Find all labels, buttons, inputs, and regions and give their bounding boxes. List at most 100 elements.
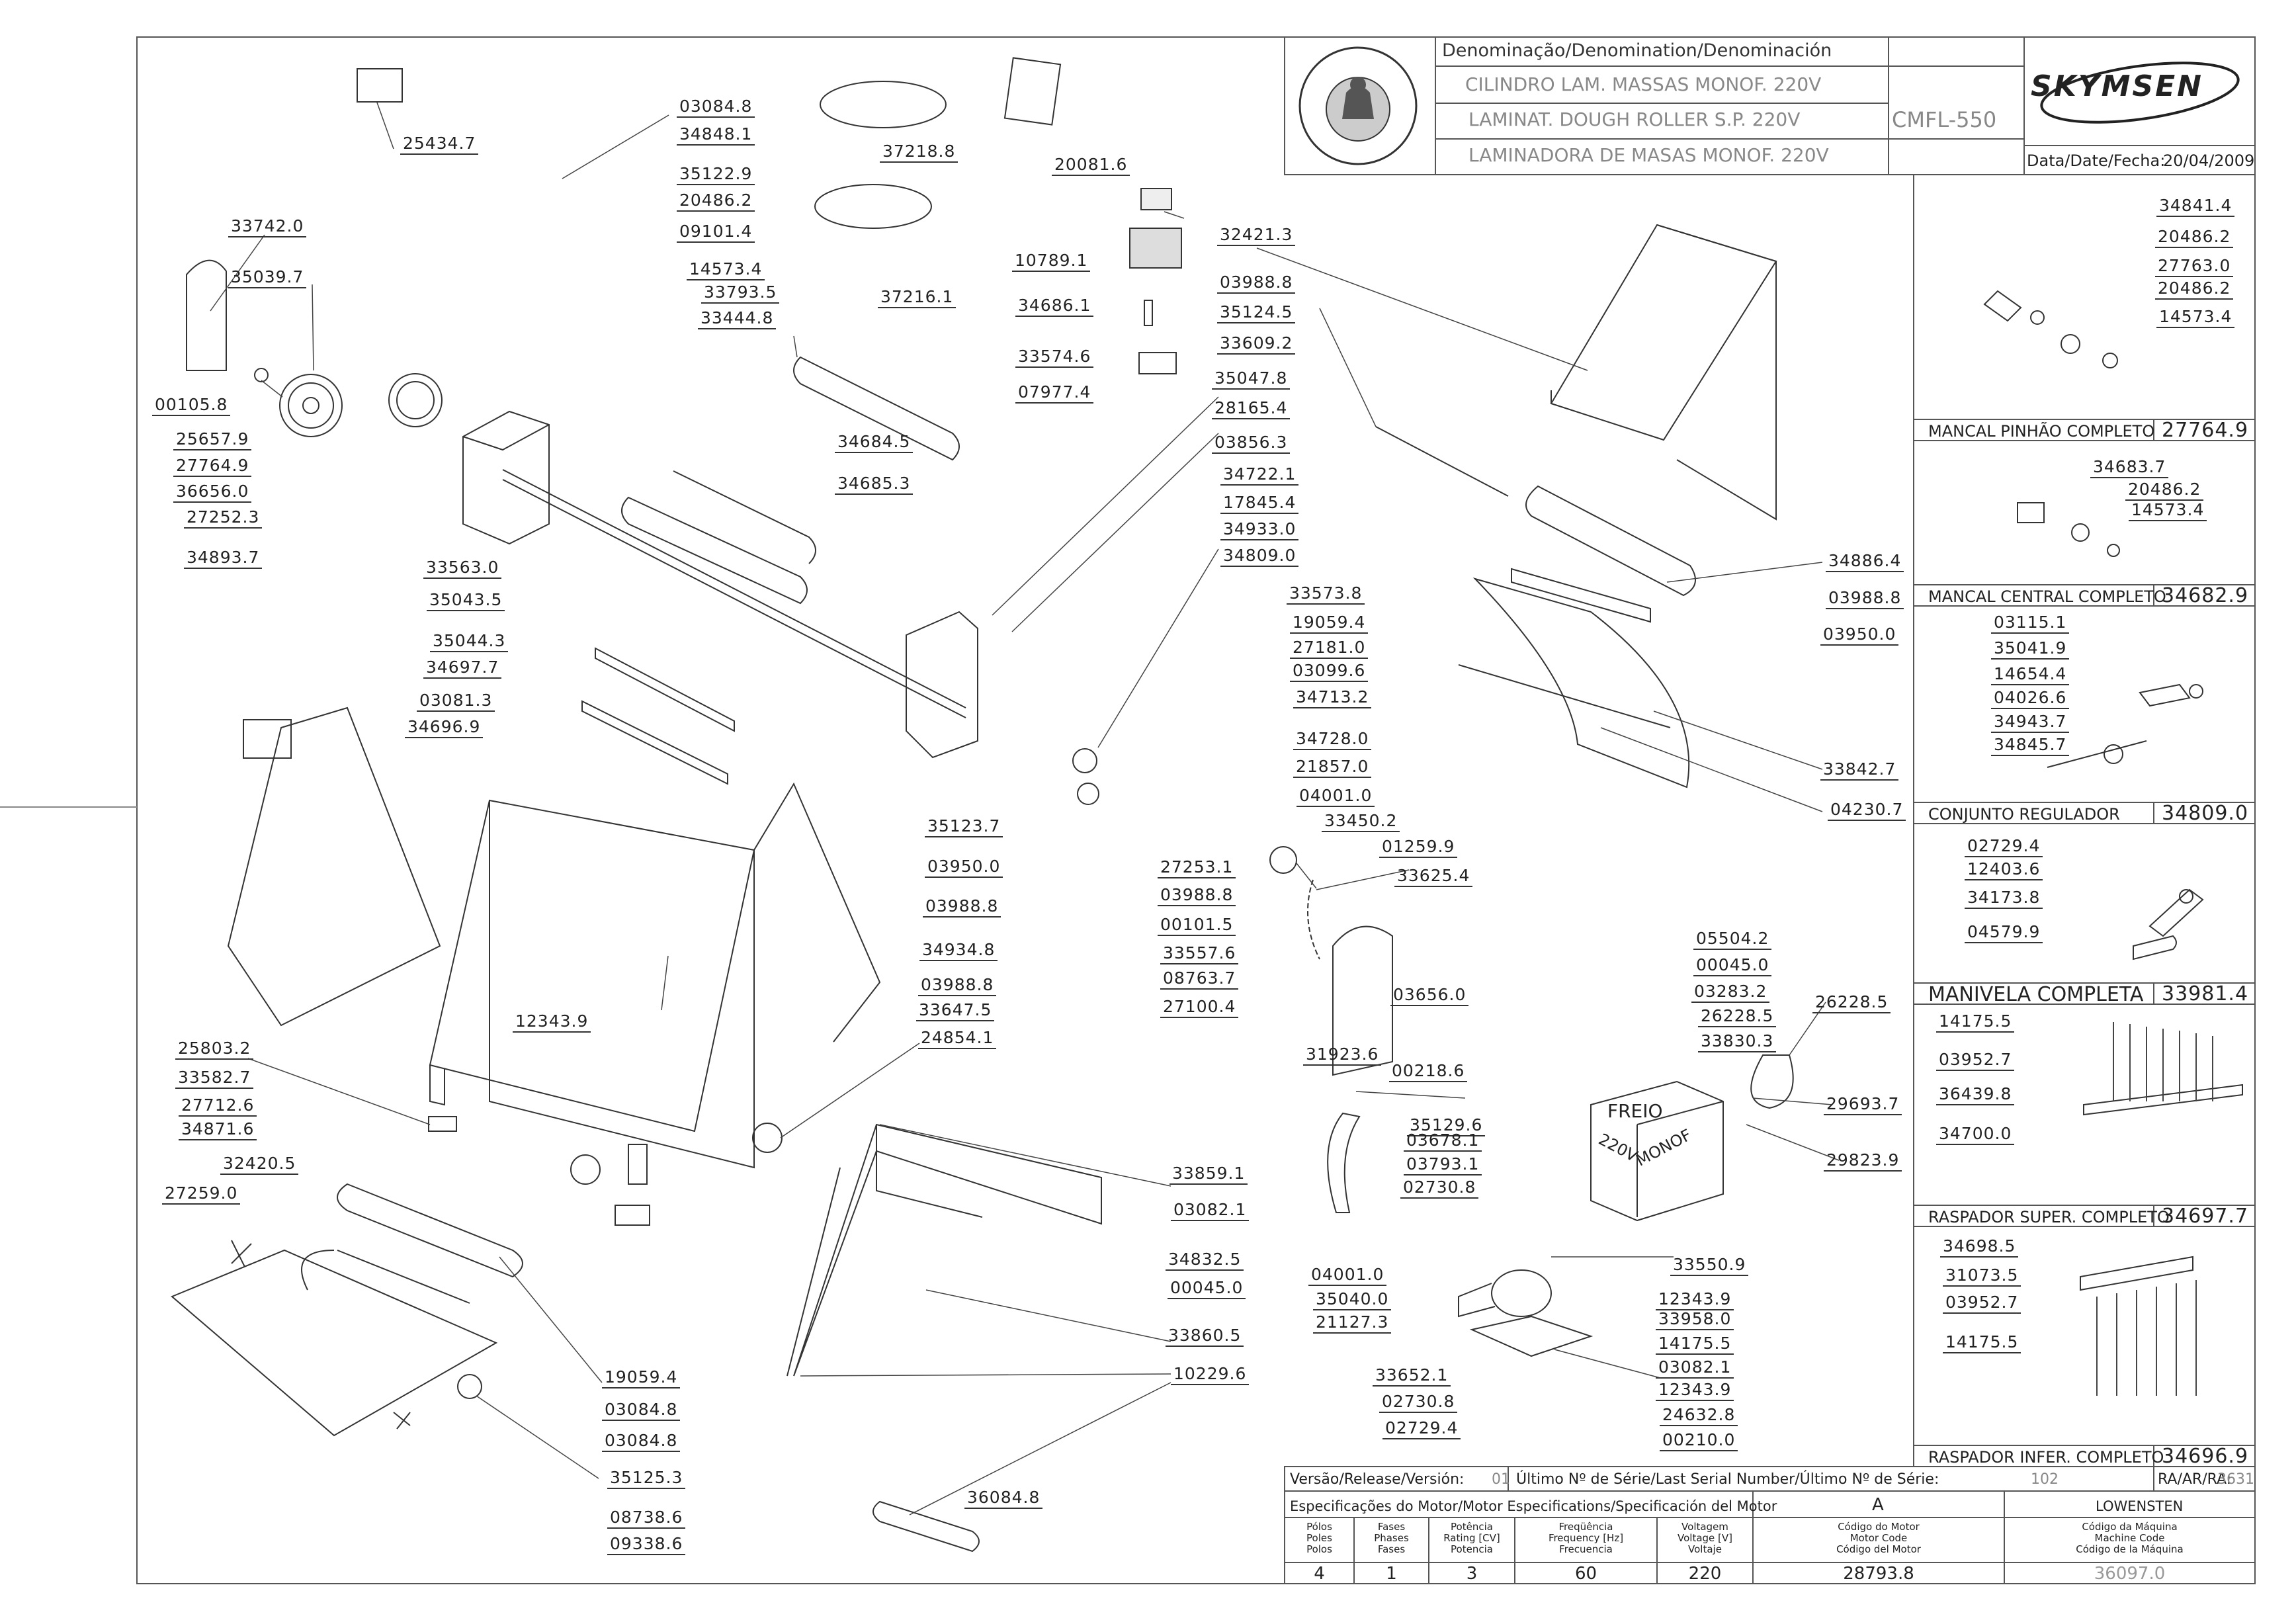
- spec-col-head-line: Fases: [1377, 1521, 1406, 1533]
- part-number-label: 03856.3: [1212, 433, 1291, 454]
- part-number-label: 34722.1: [1220, 465, 1299, 486]
- panel-code: 34697.7: [2162, 1205, 2249, 1228]
- part-number-label: 03084.8: [602, 1400, 681, 1421]
- part-number-label: 37218.8: [880, 142, 958, 163]
- part-number-label: 36084.8: [964, 1488, 1043, 1509]
- panel-part-label: 34700.0: [1936, 1125, 2015, 1145]
- part-number-label: 03950.0: [1820, 625, 1899, 646]
- part-number-label: 29693.7: [1824, 1095, 1902, 1115]
- part-number-label: 21127.3: [1313, 1313, 1392, 1334]
- part-number-label: 33860.5: [1166, 1326, 1244, 1347]
- part-number-label: 03988.8: [1826, 589, 1904, 609]
- panel-part-label: 34943.7: [1991, 712, 2070, 733]
- panel-code: 34809.0: [2162, 802, 2249, 825]
- part-number-label: 33842.7: [1820, 760, 1899, 781]
- part-number-label: 00045.0: [1693, 956, 1772, 976]
- panel-code: 34696.9: [2162, 1445, 2249, 1468]
- part-number-label: 03950.0: [925, 857, 1003, 878]
- part-number-label: 35125.3: [607, 1469, 686, 1489]
- spec-col-head-line: Poles: [1306, 1532, 1332, 1544]
- spec-col-head-line: Voltagem: [1681, 1521, 1728, 1533]
- motor-variant: A: [1872, 1495, 1884, 1515]
- panel-title: MANCAL CENTRAL COMPLETO: [1928, 587, 2166, 606]
- panel-part-label: 03115.1: [1991, 613, 2070, 634]
- part-number-label: 27100.4: [1160, 998, 1239, 1018]
- part-number-label: 09338.6: [607, 1535, 686, 1555]
- motor-spec-header: Especificações do Motor/Motor Especifica…: [1290, 1498, 1777, 1514]
- part-number-label: 19059.4: [602, 1368, 681, 1389]
- part-number-label: 33652.1: [1373, 1366, 1451, 1387]
- part-number-label: 07977.4: [1015, 383, 1094, 404]
- name-pt: CILINDRO LAM. MASSAS MONOF. 220V: [1465, 73, 1822, 95]
- part-number-label: 14175.5: [1656, 1334, 1734, 1355]
- part-number-label: 34686.1: [1015, 296, 1094, 317]
- part-number-label: 26228.5: [1812, 993, 1891, 1013]
- part-number-label: 03793.1: [1404, 1155, 1482, 1175]
- brand-logo-text: SKYMSEN: [2031, 69, 2204, 103]
- authorized-service-seal: [1298, 46, 1418, 165]
- part-number-label: 03081.3: [417, 691, 495, 712]
- part-number-label: 33647.5: [916, 1001, 995, 1021]
- part-number-label: 08763.7: [1160, 969, 1239, 990]
- version-label: Versão/Release/Versión:: [1290, 1471, 1465, 1488]
- serial-value: 102: [2031, 1471, 2059, 1488]
- spec-col-value: 36097.0: [2094, 1564, 2166, 1584]
- spec-col-head-line: Pólos: [1306, 1521, 1332, 1533]
- part-number-label: 02730.8: [1379, 1392, 1458, 1413]
- part-number-label: 03656.0: [1390, 986, 1469, 1006]
- spec-col-head-line: Código de la Máquina: [2076, 1543, 2184, 1555]
- part-number-label: 35124.5: [1217, 303, 1296, 323]
- part-number-label: 04001.0: [1297, 787, 1375, 807]
- part-number-label: 33609.2: [1217, 334, 1296, 355]
- part-number-label: 27712.6: [179, 1096, 257, 1117]
- part-number-label: 03988.8: [918, 976, 997, 996]
- part-number-label: 33557.6: [1160, 944, 1239, 964]
- part-number-label: 29823.9: [1824, 1151, 1902, 1172]
- panel-code: 34682.9: [2162, 584, 2249, 607]
- panel-part-label: 27763.0: [2155, 257, 2234, 277]
- serial-label: Último Nº de Série/Last Serial Number/Úl…: [1516, 1471, 1939, 1488]
- part-number-label: 33625.4: [1394, 867, 1473, 887]
- part-number-label: 00101.5: [1158, 916, 1236, 936]
- motor-maker: LOWENSTEN: [2096, 1498, 2184, 1514]
- spec-col-head-line: Código da Máquina: [2082, 1521, 2178, 1533]
- panel-part-label: 34845.7: [1991, 736, 2070, 756]
- part-number-label: 33450.2: [1322, 812, 1400, 832]
- part-number-label: 08738.6: [607, 1508, 686, 1529]
- part-number-label: 03082.1: [1171, 1201, 1250, 1221]
- part-number-label: 03988.8: [1217, 273, 1296, 294]
- part-number-label: 27252.3: [184, 508, 263, 529]
- panel-part-label: 04579.9: [1965, 923, 2043, 943]
- part-number-label: 33830.3: [1698, 1032, 1777, 1052]
- part-number-label: 00045.0: [1168, 1279, 1246, 1299]
- part-number-label: 35040.0: [1313, 1290, 1392, 1310]
- part-number-label: 26228.5: [1698, 1007, 1777, 1027]
- panel-part-label: 12403.6: [1965, 860, 2043, 880]
- panel-part-label: 02729.4: [1965, 837, 2043, 857]
- part-number-label: 34697.7: [423, 658, 502, 679]
- panel-part-label: 20486.2: [2125, 480, 2204, 501]
- panel-title: CONJUNTO REGULADOR: [1928, 805, 2120, 824]
- part-number-label: 27259.0: [162, 1184, 241, 1205]
- spec-col-value: 4: [1314, 1564, 1325, 1584]
- part-number-label: 34696.9: [405, 718, 484, 738]
- part-number-label: 19059.4: [1290, 613, 1369, 634]
- spec-col-head-line: Potencia: [1451, 1543, 1493, 1555]
- part-number-label: 20486.2: [677, 191, 755, 212]
- panel-title: MANCAL PINHÃO COMPLETO: [1928, 422, 2155, 441]
- panel-part-label: 14654.4: [1991, 665, 2070, 685]
- panel-part-label: 14175.5: [1943, 1333, 2021, 1353]
- part-number-label: 33582.7: [175, 1068, 254, 1089]
- spec-col-value: 1: [1386, 1564, 1397, 1584]
- skymsen-logo: [2040, 62, 2240, 124]
- part-number-label: 12343.9: [1656, 1381, 1734, 1401]
- panel-part-label: 14573.4: [2129, 501, 2207, 521]
- spec-col-value: 3: [1466, 1564, 1478, 1584]
